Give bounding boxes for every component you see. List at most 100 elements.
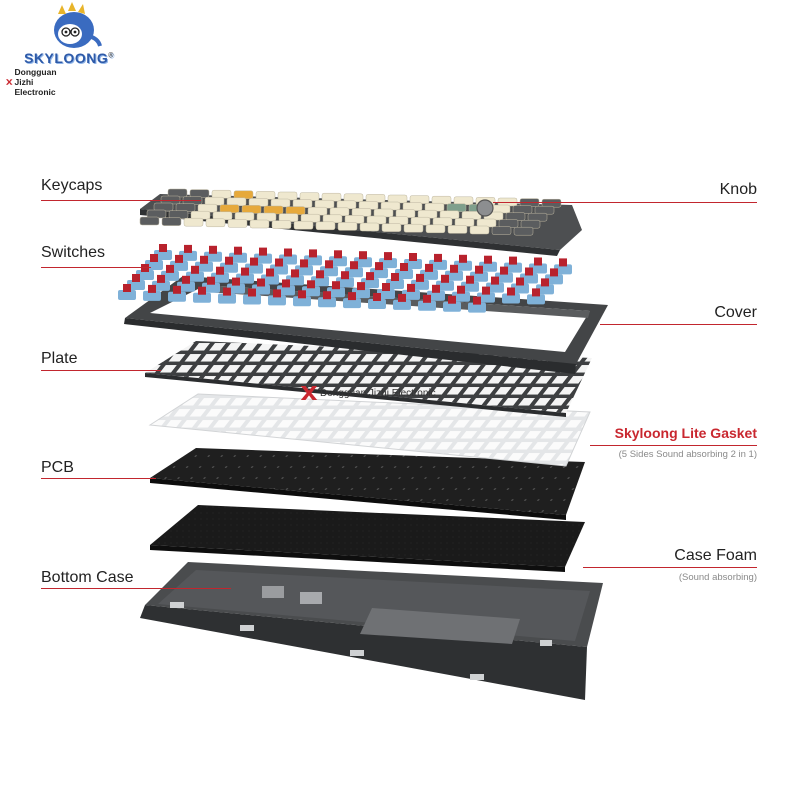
keycap [447, 225, 468, 234]
switch [261, 268, 279, 285]
company-name: Dongguan Jizhi Electronic [14, 67, 57, 97]
switch [445, 264, 463, 281]
keycap [271, 220, 292, 229]
leader-line-plate [41, 370, 161, 371]
switch [268, 289, 286, 306]
switch [136, 264, 154, 280]
bottom-case-screw [540, 640, 552, 646]
switch [477, 286, 495, 303]
switch [554, 258, 572, 275]
keycap [491, 226, 512, 235]
switch [161, 264, 179, 281]
leader-line-case-foam [583, 567, 757, 568]
leader-line-pcb [41, 478, 156, 479]
switch [545, 268, 563, 285]
switch [202, 276, 220, 293]
switch [404, 253, 422, 269]
bottom-case-screw [470, 674, 484, 680]
pcb-layer [150, 448, 585, 520]
logo-wordmark: SKYLOONG [24, 50, 109, 66]
switch [168, 285, 186, 302]
switch [236, 267, 254, 284]
switch [143, 284, 161, 301]
bottom-case-stabilizer [300, 592, 322, 604]
keycap [293, 220, 314, 230]
bottom-case-screw [240, 625, 254, 631]
keycap [425, 224, 446, 234]
switch [470, 265, 488, 282]
switch [368, 293, 386, 309]
switch [527, 288, 545, 305]
gasket-note: (5 Sides Sound absorbing 2 in 1) [618, 449, 757, 460]
keycap [359, 222, 380, 232]
bottom-case-screw [170, 602, 184, 608]
keycap [139, 216, 160, 226]
leader-line-keycaps [41, 200, 201, 201]
leader-line-knob [493, 202, 757, 203]
switch [395, 263, 413, 279]
switch [170, 254, 188, 271]
switch [118, 284, 136, 300]
keycap [315, 221, 336, 231]
switch [352, 282, 370, 299]
switch [204, 245, 222, 262]
switch [429, 253, 447, 270]
label-case-foam: Case Foam [674, 547, 757, 564]
switch [293, 290, 311, 307]
switch [311, 270, 329, 287]
switch [279, 248, 297, 265]
switch [254, 247, 272, 264]
switch [402, 283, 420, 300]
leader-line-bottom-case [41, 588, 231, 589]
keycap [381, 223, 402, 232]
switch [179, 244, 197, 261]
switch [245, 257, 263, 274]
knob-icon [476, 199, 494, 217]
keycap [205, 218, 226, 228]
switch [420, 263, 438, 280]
brand-logo-text: SKYLOONG® [4, 50, 134, 66]
keycap [337, 222, 358, 231]
switch [495, 266, 513, 283]
keycap [227, 219, 248, 228]
switch [320, 260, 338, 277]
label-gasket: Skyloong Lite Gasket [614, 425, 757, 441]
label-keycaps: Keycaps [41, 177, 103, 194]
switch [436, 274, 454, 291]
switch [454, 254, 472, 271]
watermark-logo-icon [300, 386, 318, 400]
keycap [469, 225, 490, 235]
switch [277, 279, 295, 296]
switch [468, 296, 486, 313]
watermark-text: Dongguan Jizhi Electronic [320, 387, 436, 399]
switch [502, 287, 520, 304]
keycap [249, 219, 270, 229]
switch [343, 292, 361, 309]
switch [377, 283, 395, 299]
switch [529, 257, 547, 274]
label-bottom-case: Bottom Case [41, 569, 134, 586]
switch [379, 252, 397, 269]
bottom-case-layer [140, 562, 603, 700]
switch [195, 255, 213, 272]
switches-layer [118, 244, 572, 313]
label-knob: Knob [719, 181, 757, 198]
keycap [513, 226, 534, 236]
switch [345, 261, 363, 278]
switch [270, 258, 288, 275]
switch [427, 284, 445, 301]
switch [327, 281, 345, 298]
switch [418, 294, 436, 311]
keycap [161, 217, 182, 226]
case-foam-layer [150, 505, 585, 572]
switch [393, 293, 411, 310]
switch [318, 291, 336, 308]
case-foam-note: (Sound absorbing) [678, 572, 757, 583]
switch [329, 250, 347, 267]
switch [193, 286, 211, 303]
switch [186, 265, 204, 282]
switch [370, 262, 388, 279]
switch [220, 256, 238, 273]
